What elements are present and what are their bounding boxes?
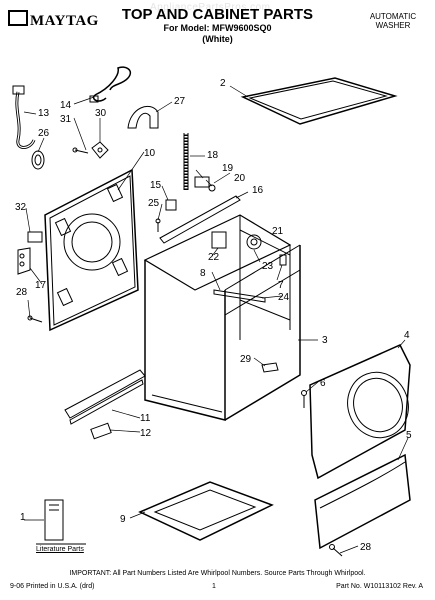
model-info: For Model: MFW9600SQ0 (White) [0, 23, 435, 45]
screw-28b-part [329, 544, 343, 557]
callout-27: 27 [174, 96, 186, 107]
important-note: IMPORTANT: All Part Numbers Listed Are W… [69, 570, 366, 577]
callout-15: 15 [150, 180, 162, 191]
rear-panel-part [44, 168, 139, 332]
strike-7-part [279, 254, 287, 266]
callout-14: 14 [60, 100, 72, 111]
callout-5: 5 [406, 430, 412, 441]
callout-30: 30 [95, 108, 107, 119]
callout-25: 25 [148, 198, 160, 209]
maytag-m-icon [8, 10, 28, 26]
callout-6: 6 [320, 378, 326, 389]
callout-31: 31 [60, 114, 72, 125]
bracket-17-part [17, 247, 31, 275]
callout-1: 1 [20, 512, 26, 523]
callout-8: 8 [200, 268, 206, 279]
strain-relief-part [91, 141, 109, 159]
top-panel-part [240, 77, 398, 125]
base-tray-part [138, 481, 274, 541]
bracket-32-part [27, 231, 43, 243]
valve-part [194, 176, 216, 192]
callout-2: 2 [220, 78, 226, 89]
callout-23: 23 [262, 261, 274, 272]
foot-12-part [90, 422, 112, 440]
print-info: 9-06 Printed in U.S.A. (drd) [10, 583, 95, 590]
part-number: Part No. W10113102 Rev. A [336, 583, 423, 590]
callout-3: 3 [322, 335, 328, 346]
hose-part [12, 85, 36, 149]
color-line: (White) [202, 34, 233, 44]
page-title: TOP AND CABINET PARTS [121, 6, 314, 23]
appliance-type-line1: AUTOMATIC [369, 12, 417, 21]
callout-4: 4 [404, 330, 410, 341]
callout-12: 12 [140, 428, 152, 439]
power-cord-part [89, 66, 132, 103]
callout-9: 9 [120, 514, 126, 525]
appliance-type-line2: WASHER [375, 21, 411, 30]
cabinet-part [143, 214, 301, 421]
clip-29-part [261, 362, 279, 373]
switch-23-part [246, 234, 262, 250]
screw-6-part [301, 390, 307, 408]
callout-20: 20 [234, 173, 246, 184]
rail-16-part [159, 195, 241, 244]
callout-32: 32 [15, 202, 27, 213]
callout-18: 18 [207, 150, 219, 161]
front-panel-part [309, 344, 411, 480]
callout-16: 16 [252, 185, 264, 196]
watermark: AppliancePartsPros.com [150, 2, 271, 13]
leader-lines [23, 85, 409, 554]
brand-name: MAYTAG [30, 13, 99, 29]
page-number: 1 [212, 583, 216, 590]
brand-logo: MAYTAG [8, 10, 99, 30]
callout-13: 13 [38, 108, 50, 119]
bracket-22-part [211, 231, 227, 249]
callout-21: 21 [272, 226, 284, 237]
model-line: For Model: MFW9600SQ0 [163, 23, 272, 33]
hose-bracket-part [127, 106, 159, 129]
rail-11-part [64, 369, 146, 425]
callout-28a: 28 [16, 287, 28, 298]
callout-28b: 28 [360, 542, 372, 553]
callout-24: 24 [278, 292, 290, 303]
callout-29: 29 [240, 354, 252, 365]
callout-10: 10 [144, 148, 156, 159]
screw-25-part [155, 218, 161, 232]
callout-26: 26 [38, 128, 50, 139]
kick-panel-part [314, 453, 411, 550]
clamp-part [31, 150, 45, 170]
callout-7: 7 [278, 280, 284, 291]
callout-19: 19 [222, 163, 234, 174]
strap-8-part [213, 289, 266, 303]
callout-11: 11 [140, 413, 151, 424]
literature-part [44, 499, 64, 541]
clip-15-part [165, 199, 177, 211]
literature-label: Literature Parts [36, 546, 84, 553]
screw-31-part [72, 147, 89, 154]
appliance-type: AUTOMATIC WASHER [363, 12, 423, 30]
callout-22: 22 [208, 252, 220, 263]
callout-17: 17 [35, 280, 47, 291]
